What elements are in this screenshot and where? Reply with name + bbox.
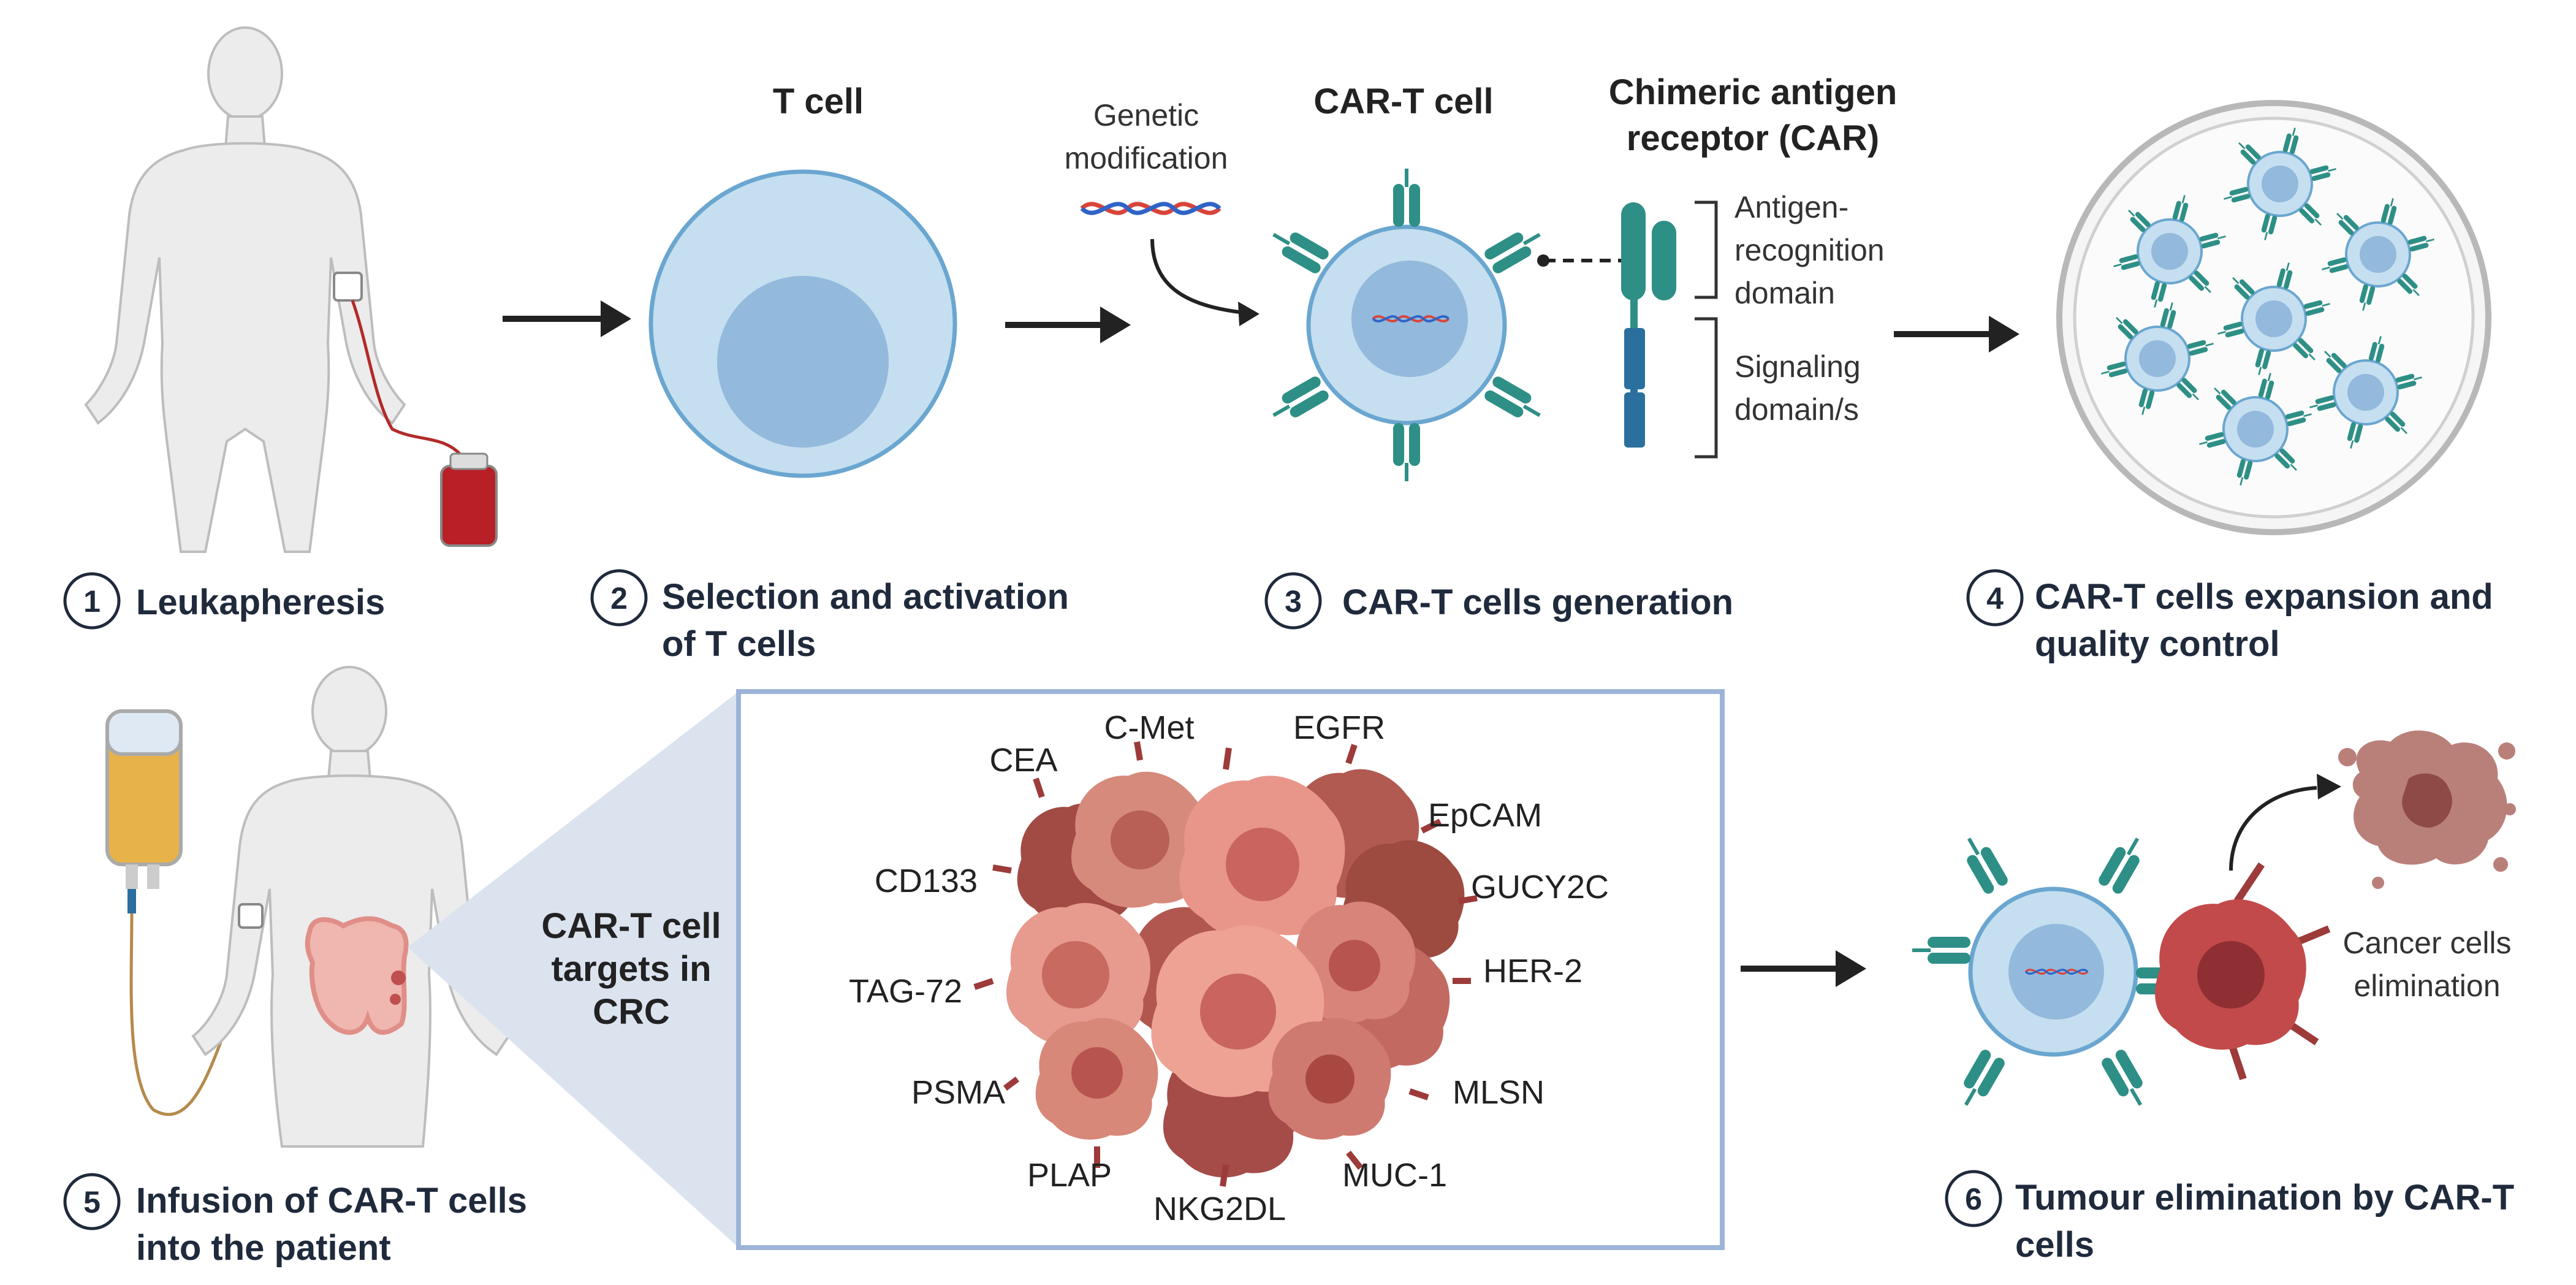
dish-cart-cell	[2197, 371, 2314, 487]
step-4-text-line2: quality control	[2035, 624, 2280, 664]
iv-bag	[105, 709, 183, 913]
step-4-number: 4	[1986, 581, 2004, 616]
dish-cart-cell	[2222, 126, 2338, 242]
dish-cart-cell	[2111, 193, 2228, 310]
tumour-cluster	[1006, 769, 1465, 1178]
dish-cart-cell	[2099, 300, 2216, 417]
signal-label-line2: domain/s	[1734, 392, 1859, 427]
antigen-label-line2: recognition	[1734, 233, 1885, 267]
tumour-spike	[1033, 777, 1045, 798]
cancer-elim-line1: Cancer cells	[2342, 926, 2511, 960]
target-c-met: C-Met	[1104, 709, 1195, 746]
target-gucy2c: GUCY2C	[1471, 869, 1609, 906]
step-5-text-line1: Infusion of CAR-T cells	[136, 1181, 527, 1221]
step-6-text-line1: Tumour elimination by CAR-T	[2015, 1178, 2514, 1218]
arrow-3	[1894, 316, 2019, 353]
antigen-label-line1: Antigen-	[1734, 190, 1848, 224]
cart-cell-attacking	[1912, 831, 2194, 1112]
tumour-spike	[1134, 741, 1143, 761]
step-5-text-line2: into the patient	[136, 1228, 391, 1268]
step-3-text: CAR-T cells generation	[1342, 582, 1733, 622]
step-1-text: Leukapheresis	[136, 582, 385, 622]
target-cea: CEA	[989, 742, 1057, 779]
t-cell-title: T cell	[773, 82, 864, 121]
target-egfr: EGFR	[1293, 709, 1385, 746]
targets-label-line1: CAR-T cell	[541, 906, 721, 946]
elimination-arrow	[2229, 786, 2317, 871]
tumour-spike	[1345, 744, 1358, 765]
step-6-label: 6 Tumour elimination by CAR-T cells	[1945, 1170, 2514, 1265]
car-title-line1: Chimeric antigen	[1609, 72, 1898, 112]
dead-cancer-cell	[2338, 730, 2516, 889]
target-nkg2dl: NKG2DL	[1153, 1191, 1286, 1227]
tumour-spike	[1220, 1164, 1229, 1187]
target-her2: HER-2	[1483, 953, 1582, 989]
target-tag72: TAG-72	[849, 973, 962, 1010]
target-cd133: CD133	[875, 863, 978, 899]
step-2-number: 2	[610, 581, 628, 616]
dish-cart-cell	[2308, 334, 2424, 451]
step-3-label: 3 CAR-T cells generation	[1264, 572, 1733, 630]
cancer-elim-line2: elimination	[2354, 969, 2500, 1003]
step-2-text-line2: of T cells	[662, 624, 816, 664]
antigen-label-line3: domain	[1734, 276, 1835, 310]
tumour-spike	[1223, 747, 1232, 770]
tumour-spike	[1408, 1088, 1429, 1100]
step-6-text-line2: cells	[2015, 1225, 2094, 1265]
step-4-text-line1: CAR-T cells expansion and	[2035, 577, 2493, 617]
genetic-label-line1: Genetic	[1093, 98, 1199, 132]
step-2-text-line1: Selection and activation	[662, 577, 1069, 617]
genetic-arrowhead	[1238, 302, 1260, 326]
step-5-label: 5 Infusion of CAR-T cells into the patie…	[63, 1173, 527, 1268]
target-psma: PSMA	[911, 1074, 1005, 1111]
car-title-line2: receptor (CAR)	[1627, 118, 1880, 158]
signal-bracket	[1695, 317, 1718, 459]
tumour-spike	[1346, 1150, 1363, 1170]
targets-label-line2: targets in	[551, 949, 711, 989]
arrow-5	[1741, 950, 1866, 987]
tumour-spike	[1003, 1077, 1019, 1091]
step-2-label: 2 Selection and activation of T cells	[590, 569, 1069, 664]
targets-label-line3: CRC	[593, 992, 670, 1032]
dish-cart-cell	[2216, 261, 2332, 377]
car-link-dot	[1537, 254, 1549, 267]
dna-icon	[1082, 204, 1220, 213]
car-receptor	[1621, 202, 1676, 448]
genetic-arrow	[1150, 238, 1245, 315]
tumour-spike	[973, 978, 994, 990]
target-plap: PLAP	[1027, 1157, 1112, 1194]
dish-cells	[2099, 126, 2436, 487]
zoom-wedge	[408, 692, 739, 1248]
patient-figure-2	[191, 666, 511, 1148]
target-mlsn: MLSN	[1453, 1074, 1544, 1111]
cancer-cell-target	[2155, 862, 2331, 1080]
tumour-receptor-spikes	[973, 741, 1478, 1187]
t-cell	[648, 169, 957, 478]
step-1-label: 1 Leukapheresis	[63, 572, 385, 630]
step-1-number: 1	[83, 584, 101, 619]
cart-cell-title: CAR-T cell	[1313, 82, 1493, 121]
arrow-1	[503, 300, 631, 337]
target-epcam: EpCAM	[1428, 797, 1542, 834]
arrow-2	[1005, 307, 1131, 343]
tumour-spike	[992, 864, 1012, 874]
signal-label-line1: Signaling	[1734, 349, 1861, 384]
target-muc1: MUC-1	[1342, 1157, 1447, 1194]
genetic-label-line2: modification	[1065, 141, 1228, 175]
cart-cell	[1266, 169, 1547, 481]
step-6-number: 6	[1965, 1182, 1982, 1216]
dish-cart-cell	[2320, 196, 2436, 313]
patient-figure-1	[84, 26, 498, 553]
step-5-number: 5	[83, 1185, 101, 1219]
tumour-spike	[1420, 818, 1442, 834]
tumour-spike	[1458, 895, 1478, 904]
antigen-bracket	[1695, 200, 1718, 299]
step-4-label: 4 CAR-T cells expansion and quality cont…	[1966, 569, 2493, 664]
step-3-number: 3	[1285, 584, 1302, 619]
elimination-arrowhead	[2317, 774, 2341, 799]
